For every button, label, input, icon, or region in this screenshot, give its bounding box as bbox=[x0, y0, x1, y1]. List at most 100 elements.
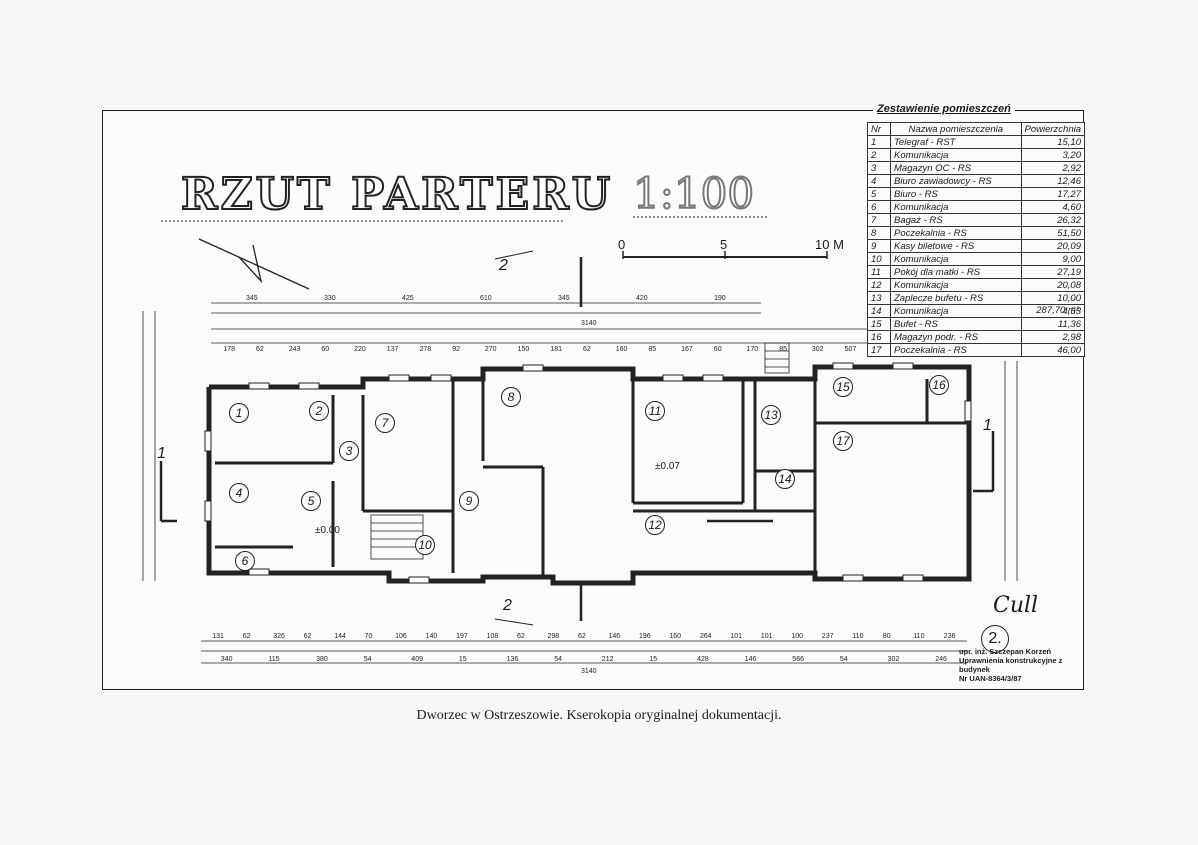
dimension-label: 278 bbox=[420, 346, 432, 353]
room-area: 46,00 bbox=[1020, 343, 1085, 357]
scale-bar-zero: 0 bbox=[618, 237, 626, 252]
level-mark: ±0.00 bbox=[315, 525, 340, 536]
room-number-bubble: 15 bbox=[833, 377, 853, 397]
room-table-header: Nr Nazwa pomieszczenia Powierzchnia bbox=[867, 122, 1085, 136]
room-nr: 5 bbox=[867, 187, 891, 201]
room-nr: 2 bbox=[867, 148, 891, 162]
room-nr: 3 bbox=[867, 161, 891, 175]
header-nr: Nr bbox=[867, 122, 891, 136]
dimension-label: 60 bbox=[321, 346, 329, 353]
room-number-bubble: 4 bbox=[229, 483, 249, 503]
room-number-bubble: 16 bbox=[929, 375, 949, 395]
signature: Cull bbox=[993, 593, 1039, 618]
room-nr: 11 bbox=[867, 265, 891, 279]
scale-bar-end: 10 M bbox=[815, 237, 844, 252]
dimension-label: 108 bbox=[487, 633, 499, 640]
room-name: Telegraf - RST bbox=[890, 135, 1022, 149]
dimension-label: 181 bbox=[550, 346, 562, 353]
dimension-label: 409 bbox=[411, 656, 423, 663]
room-nr: 8 bbox=[867, 226, 891, 240]
floor-plan: 3453304256103454201901786224360220137278… bbox=[142, 216, 1018, 675]
dimension-label: 237 bbox=[822, 633, 834, 640]
room-area: 11,36 bbox=[1020, 317, 1085, 331]
dimension-label: 137 bbox=[387, 346, 399, 353]
room-area: 10,00 bbox=[1020, 291, 1085, 305]
room-name: Komunikacja bbox=[890, 278, 1022, 292]
dimension-label: 60 bbox=[714, 346, 722, 353]
dimension-label: 236 bbox=[944, 633, 956, 640]
drawing-scale: 1:100 bbox=[632, 168, 755, 219]
dimension-label: 62 bbox=[256, 346, 264, 353]
room-name: Bagaż - RS bbox=[890, 213, 1022, 227]
dimension-label: 115 bbox=[268, 656, 279, 663]
dimension-label: 197 bbox=[456, 633, 468, 640]
room-name: Pokój dla matki - RS bbox=[890, 265, 1022, 279]
room-nr: 15 bbox=[867, 317, 891, 331]
interior-walls bbox=[215, 367, 969, 579]
dimension-label: 100 bbox=[791, 633, 803, 640]
room-area: 15,10 bbox=[1020, 135, 1085, 149]
dimension-label: 246 bbox=[935, 656, 947, 663]
dimension-label: 62 bbox=[517, 633, 525, 640]
room-name: Biuro zawiadowcy - RS bbox=[890, 174, 1022, 188]
room-table-total: 287,70 m² bbox=[1036, 305, 1079, 316]
dimension-label: 54 bbox=[364, 656, 372, 663]
room-name: Komunikacja bbox=[890, 200, 1022, 214]
exterior-walls bbox=[206, 364, 972, 586]
dimension-label: 270 bbox=[485, 346, 497, 353]
dimension-label: 380 bbox=[316, 656, 328, 663]
room-area: 3,20 bbox=[1020, 148, 1085, 162]
stamp-line: Nr UAN-8364/3/87 bbox=[959, 674, 1022, 683]
dimension-label: 62 bbox=[304, 633, 312, 640]
dimension-label: 140 bbox=[426, 633, 438, 640]
designer-stamp: upr. inż. Szczepan Korzeń Uprawnienia ko… bbox=[959, 647, 1083, 683]
section-mark-right: 1 bbox=[983, 417, 992, 434]
dimension-label: 220 bbox=[354, 346, 366, 353]
room-area: 20,08 bbox=[1020, 278, 1085, 292]
dimension-label: 610 bbox=[480, 295, 492, 302]
dimension-label: 54 bbox=[554, 656, 562, 663]
section-mark-left: 1 bbox=[157, 445, 166, 462]
dimension-label: 566 bbox=[792, 656, 804, 663]
room-nr: 17 bbox=[867, 343, 891, 357]
dimension-label: 340 bbox=[221, 656, 233, 663]
dimension-label: 144 bbox=[334, 633, 346, 640]
room-number-bubble: 12 bbox=[645, 515, 665, 535]
dimension-label: 85 bbox=[779, 346, 787, 353]
room-name: Zaplecze bufetu - RS bbox=[890, 291, 1022, 305]
dimension-label: 136 bbox=[507, 656, 519, 663]
room-number-bubble: 9 bbox=[459, 491, 479, 511]
dimension-label: 178 bbox=[223, 346, 235, 353]
room-number-bubble: 1 bbox=[229, 403, 249, 423]
dimension-label: 146 bbox=[609, 633, 621, 640]
room-number-bubble: 5 bbox=[301, 491, 321, 511]
room-name: Bufet - RS bbox=[890, 317, 1022, 331]
dimension-label: 101 bbox=[761, 633, 773, 640]
sheet-number: 2. bbox=[981, 625, 1009, 653]
dimension-label: 170 bbox=[747, 346, 759, 353]
dimension-label: 110 bbox=[852, 633, 863, 640]
room-nr: 16 bbox=[867, 330, 891, 344]
dimension-label: 507 bbox=[845, 346, 857, 353]
drawing-title: RZUT PARTERU bbox=[180, 168, 614, 221]
dimension-label: 110 bbox=[913, 633, 924, 640]
dimension-label: 15 bbox=[649, 656, 657, 663]
room-area: 4,60 bbox=[1020, 200, 1085, 214]
dimension-label: 85 bbox=[648, 346, 656, 353]
dimension-label: 212 bbox=[602, 656, 614, 663]
staircase bbox=[370, 342, 790, 560]
room-name: Magazyn podr. - RS bbox=[890, 330, 1022, 344]
